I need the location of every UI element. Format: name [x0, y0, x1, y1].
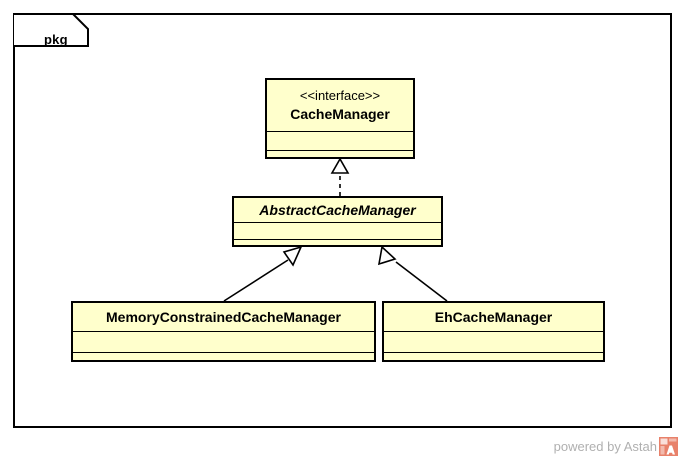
attributes-compartment: [73, 332, 374, 353]
class-name-label: CacheManager: [290, 105, 390, 122]
name-compartment: AbstractCacheManager: [234, 198, 441, 223]
stereotype-label: <<interface>>: [299, 88, 381, 104]
uml-class-abstractcachemanager[interactable]: AbstractCacheManager: [232, 196, 443, 247]
attributes-compartment: [384, 332, 603, 353]
class-name-label: AbstractCacheManager: [259, 201, 416, 218]
package-tab: pkg: [13, 13, 91, 49]
name-compartment: <<interface>> CacheManager: [267, 80, 413, 132]
uml-class-cachemanager[interactable]: <<interface>> CacheManager: [265, 78, 415, 159]
package-tab-label: pkg: [44, 32, 68, 47]
package-tab-shape: [14, 13, 89, 47]
attributes-compartment: [234, 223, 441, 240]
operations-compartment: [384, 353, 603, 360]
name-compartment: EhCacheManager: [384, 303, 603, 332]
astah-logo-icon: [659, 437, 678, 456]
name-compartment: MemoryConstrainedCacheManager: [73, 303, 374, 332]
astah-logo-glyph: [659, 437, 678, 456]
uml-class-memoryconstrainedcachemanager[interactable]: MemoryConstrainedCacheManager: [71, 301, 376, 362]
class-name-label: EhCacheManager: [434, 308, 553, 325]
astah-watermark: powered by Astah: [554, 437, 678, 456]
package-frame: [13, 13, 672, 428]
operations-compartment: [234, 240, 441, 246]
class-name-label: MemoryConstrainedCacheManager: [106, 308, 341, 325]
operations-compartment: [267, 151, 413, 157]
watermark-text: powered by Astah: [553, 439, 657, 454]
uml-class-ehcachemanager[interactable]: EhCacheManager: [382, 301, 605, 362]
attributes-compartment: [267, 132, 413, 151]
operations-compartment: [73, 353, 374, 360]
